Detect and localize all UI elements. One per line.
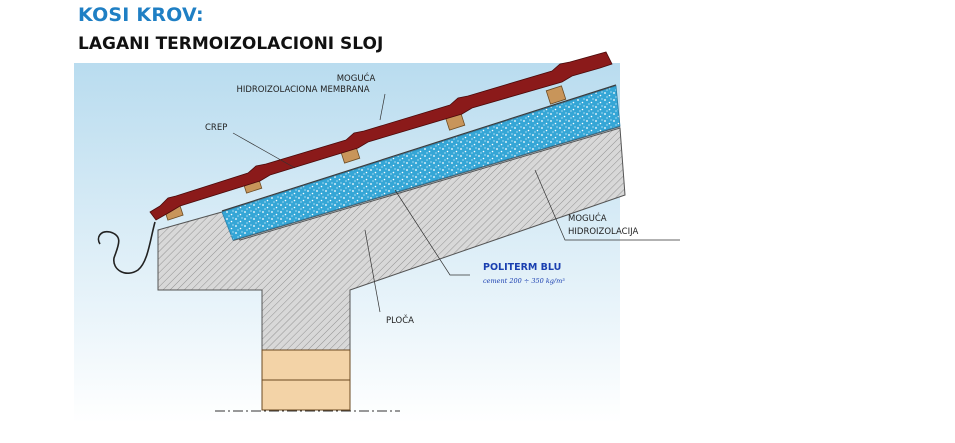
brick-wall [261, 349, 351, 411]
insulation-layer [221, 85, 621, 241]
product-spec-label: cement 200 ÷ 350 kg/m³ [483, 277, 565, 285]
membrane-leader [379, 93, 386, 121]
waterproofing-leader [534, 169, 680, 241]
membrane-label-line1: MOGUĆA [337, 72, 376, 84]
tile-label: CREP [205, 123, 227, 133]
product-leader [394, 189, 470, 276]
product-name-label: POLITERM BLU [483, 262, 561, 273]
page-title: KOSI KROV: [78, 4, 204, 26]
gutter [97, 221, 156, 274]
membrane-label-line2: HIDROIZOLACIONA MEMBRANA [236, 85, 369, 95]
page-subtitle: LAGANI TERMOIZOLACIONI SLOJ [78, 34, 384, 54]
waterproofing-label-line1: MOGUĆA [568, 212, 607, 224]
membrane-layer [221, 84, 617, 212]
waterproofing-label-line2: HIDROIZOLACIJA [568, 227, 638, 237]
tile-leader [232, 132, 296, 169]
slab-label: PLOČA [386, 314, 414, 326]
slab-leader [364, 229, 381, 313]
roof-tiles [149, 51, 613, 221]
